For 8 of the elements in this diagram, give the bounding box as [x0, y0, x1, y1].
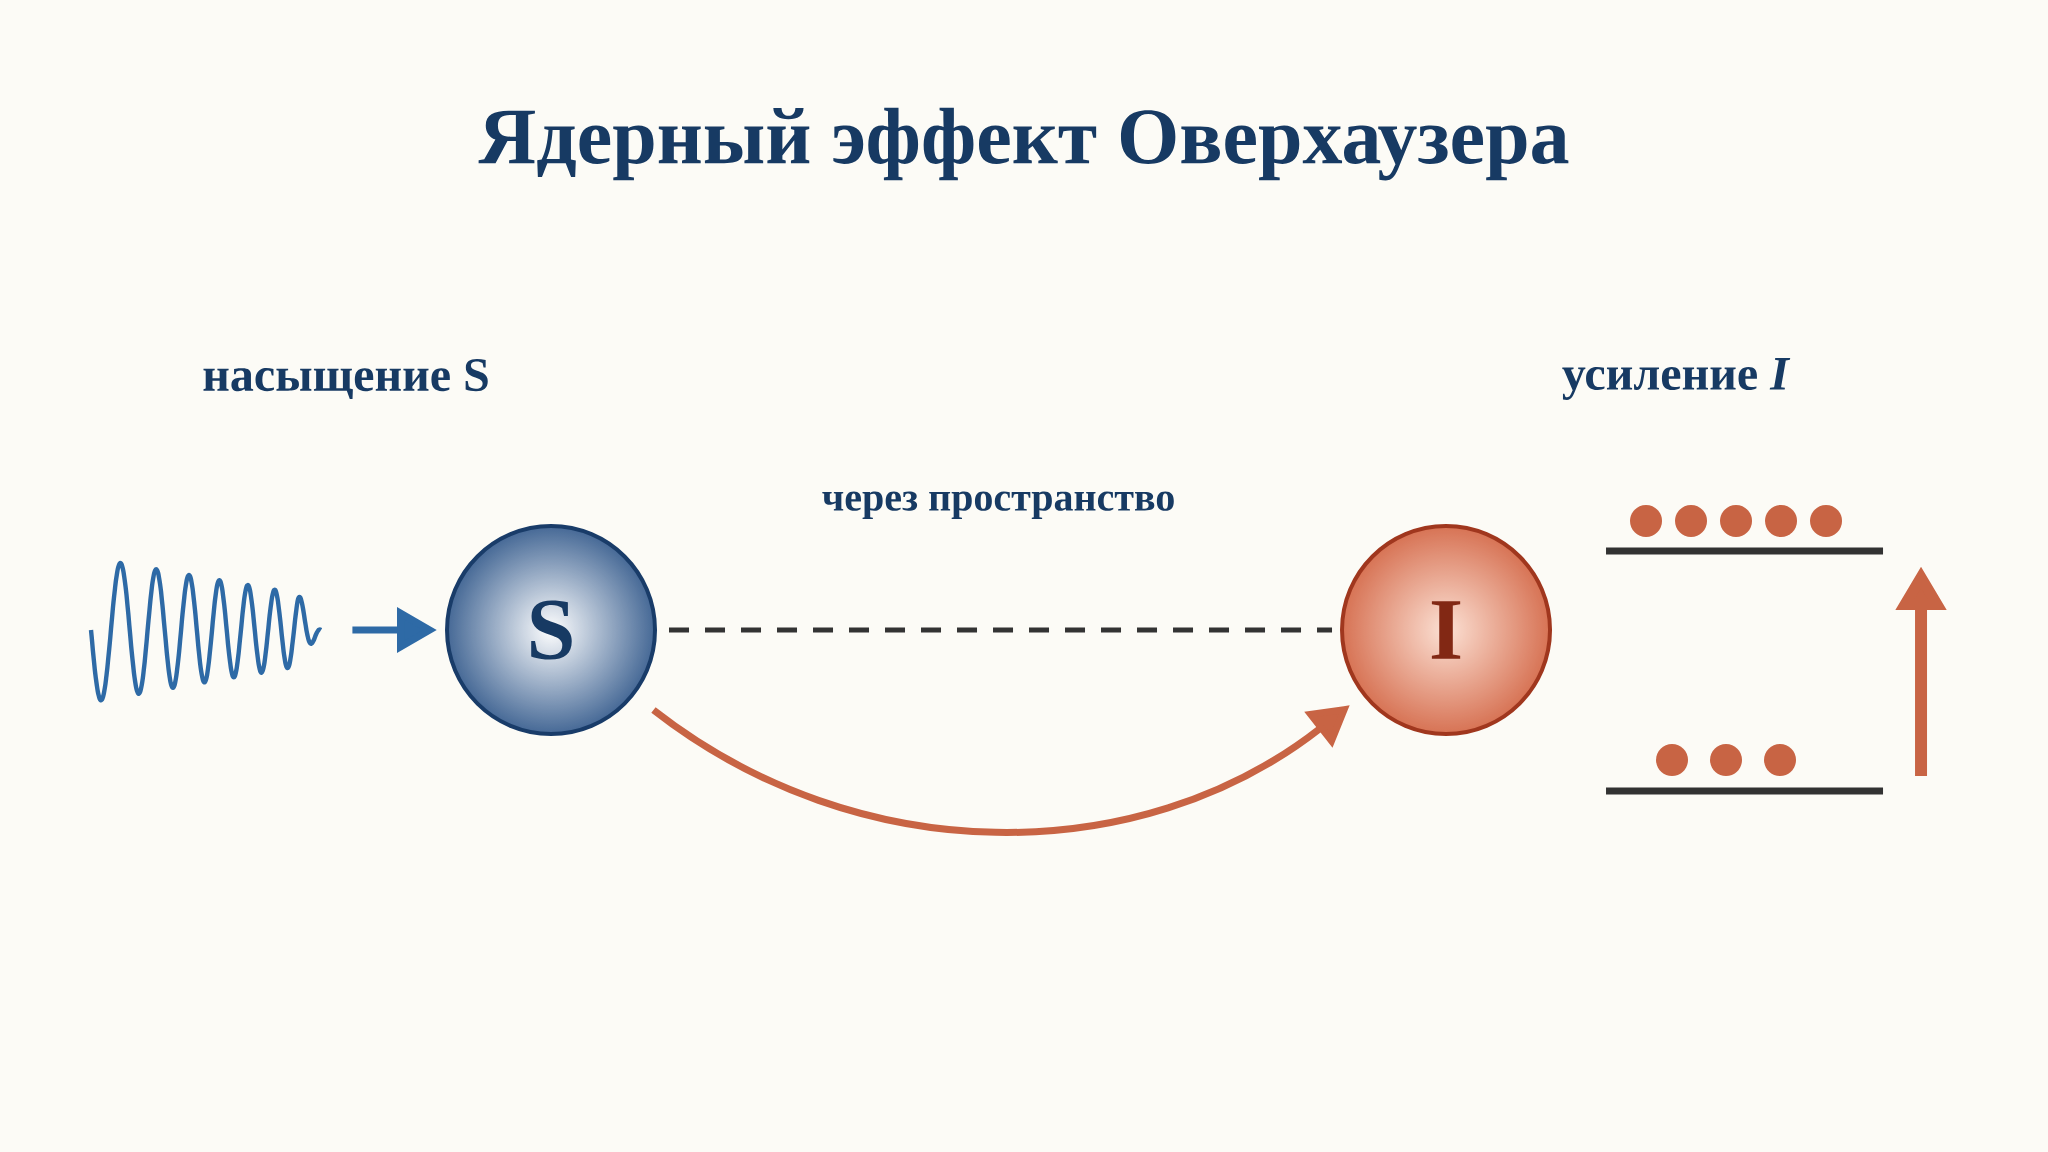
connector-line [669, 627, 1332, 633]
heading-label: усиление I [1562, 358, 1791, 400]
sphere: S [445, 524, 657, 736]
sphere: I [1340, 524, 1552, 736]
heading-label: насыщение S [203, 358, 488, 400]
wave-drawing [88, 561, 323, 703]
edge-label: через пространство [822, 491, 1174, 519]
title: Ядерный эффект Оверхаузера [478, 107, 1569, 181]
